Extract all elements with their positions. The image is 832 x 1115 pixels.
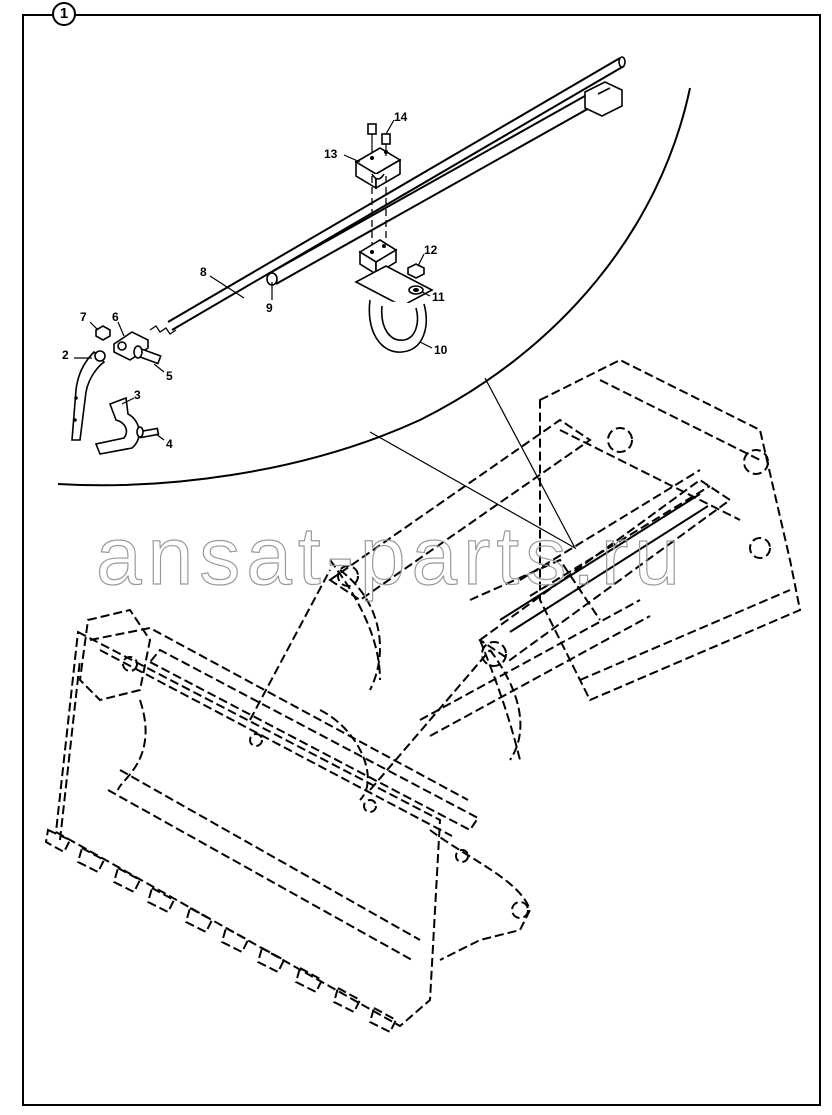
callout-leader <box>419 341 433 349</box>
diagram-frame <box>22 14 821 1106</box>
callout-leader <box>343 154 361 163</box>
detail-pointer-line <box>369 377 577 550</box>
callout-leader <box>117 321 125 337</box>
long-rod-part-8 <box>149 56 626 335</box>
clamp-block-part-13 <box>354 147 402 190</box>
tube-part-9 <box>266 91 601 286</box>
callout-leader <box>121 397 135 405</box>
nut-part-7 <box>95 325 111 341</box>
callout-leader <box>385 119 395 135</box>
callout-5: 5 <box>166 369 173 383</box>
callout-12: 12 <box>424 243 438 257</box>
callout-leader <box>209 275 245 299</box>
callout-8: 8 <box>200 265 207 279</box>
bolt-part-4 <box>136 426 160 439</box>
callout-10: 10 <box>434 343 448 357</box>
callout-7: 7 <box>80 310 87 324</box>
tube-end-bracket <box>584 81 623 117</box>
callout-leader <box>153 363 165 373</box>
watermark-text: ansat-parts.ru <box>96 511 686 602</box>
callout-9: 9 <box>266 301 273 315</box>
lever-part-2 <box>71 350 106 441</box>
loader-machine-outline <box>44 358 802 1034</box>
callout-leader <box>417 253 425 267</box>
callout-leader <box>155 433 165 441</box>
u-clamp-part-10 <box>354 265 434 353</box>
callout-3: 3 <box>134 388 141 402</box>
washer-part-11 <box>408 285 424 295</box>
nut-part-12 <box>407 263 425 279</box>
callout-leader <box>421 291 431 297</box>
callout-4: 4 <box>166 437 173 451</box>
callout-2: 2 <box>62 348 69 362</box>
callout-14: 14 <box>394 110 408 124</box>
callout-6: 6 <box>112 310 119 324</box>
callout-11: 11 <box>432 290 445 304</box>
callout-leader <box>89 321 99 331</box>
pin-part-5 <box>133 345 162 365</box>
callout-13: 13 <box>324 147 338 161</box>
hook-bracket-part-3 <box>94 396 140 455</box>
detail-boundary-curve <box>57 87 691 487</box>
figure-number-badge: 1 <box>52 2 76 26</box>
